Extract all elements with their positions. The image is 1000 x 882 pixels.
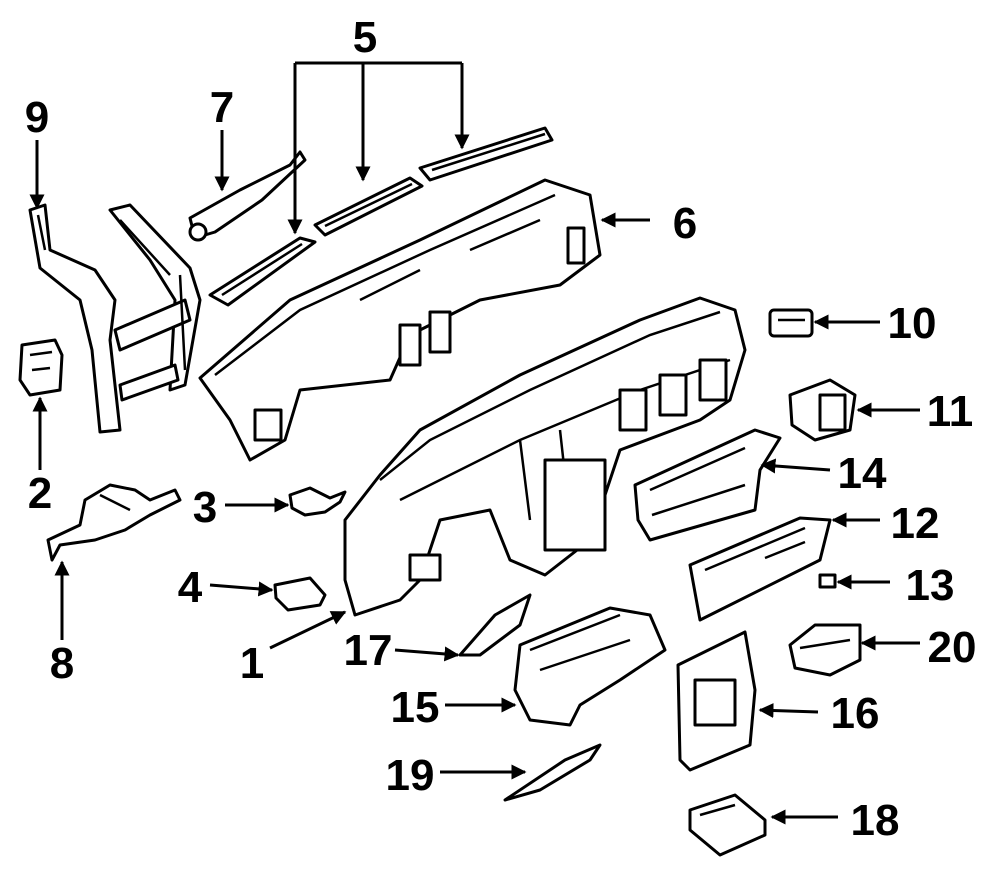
callout-11: 11: [927, 387, 974, 436]
callout-7: 7: [210, 83, 234, 132]
callout-16: 16: [831, 689, 880, 738]
callout-20: 20: [928, 623, 977, 672]
part-12-glove-box: [688, 516, 832, 622]
part-13-clip: [818, 573, 837, 589]
part-18-pocket: [688, 793, 767, 857]
part-11-vent: [788, 378, 857, 442]
callout-numbers: 5 7 9 6 10 11 14 12 13 20 16 18 2 3 4 8 …: [25, 13, 977, 845]
callout-14: 14: [838, 449, 887, 498]
callout-4: 4: [178, 563, 203, 612]
callout-15: 15: [391, 683, 440, 732]
callout-13: 13: [906, 561, 955, 610]
part-9-support-bracket: [28, 203, 202, 434]
part-3-bracket: [288, 486, 347, 517]
callout-3: 3: [193, 483, 217, 532]
part-19-trim: [503, 743, 602, 802]
part-8-mount: [46, 483, 182, 562]
part-15-cluster-housing: [513, 606, 667, 727]
callout-2: 2: [28, 469, 52, 518]
callout-9: 9: [25, 93, 49, 142]
callout-1: 1: [240, 639, 264, 688]
callout-6: 6: [673, 199, 697, 248]
part-5-defroster-grilles: [208, 126, 554, 307]
part-14-bezel: [633, 428, 782, 542]
callout-18: 18: [851, 796, 900, 845]
part-10-switch: [768, 308, 814, 338]
leader-lines: [29, 61, 920, 825]
part-1-instrument-panel: [343, 296, 747, 617]
part-4-switch: [273, 576, 327, 612]
callout-8: 8: [50, 639, 74, 688]
callout-19: 19: [386, 751, 435, 800]
part-2-clip: [18, 338, 64, 397]
part-16-radio-bezel: [676, 630, 757, 772]
part-17-trim-plate: [458, 593, 532, 657]
part-20-ashtray: [788, 623, 862, 677]
part-7-defroster-bracket: [188, 150, 307, 242]
part-6-dash-pad: [198, 178, 602, 462]
callout-5: 5: [353, 13, 377, 62]
callout-17: 17: [344, 626, 393, 675]
callout-12: 12: [891, 499, 940, 548]
callout-10: 10: [888, 299, 937, 348]
